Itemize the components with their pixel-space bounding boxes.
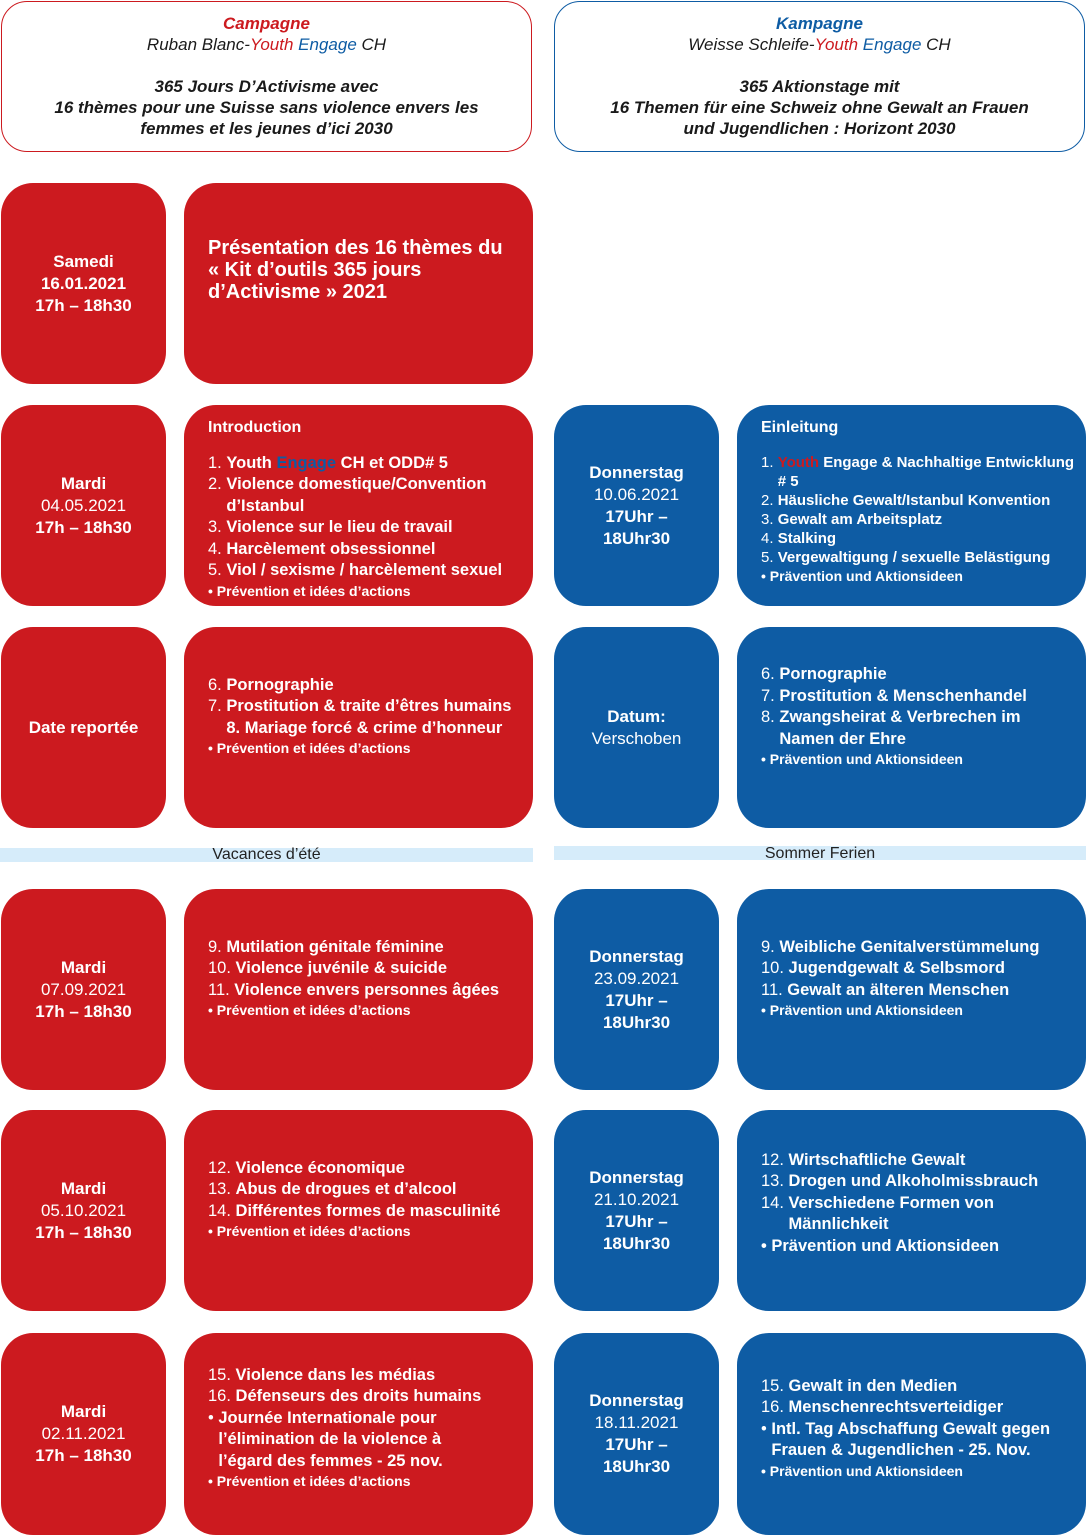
session-content-de-3: 6. Pornographie 7. Prostitution & Mensch… [737,627,1086,828]
session-content-fr-1: Présentation des 16 thèmes du « Kit d’ou… [184,183,533,384]
bullet-prevention: • Prävention und Aktionsideen [761,1236,1000,1255]
session-date-de-3: Datum: Verschoben [554,627,719,828]
list-item: • Intl. Tag Abschaffung Gewalt gegen Fra… [761,1419,1051,1460]
campaign-name-fr: Ruban Blanc-Youth Engage CH [146,35,387,54]
summer-break-band-fr [0,848,533,862]
list-item: 12. Wirtschaftliche Gewalt [761,1150,966,1169]
heading-einleitung: Einleitung [761,419,839,436]
session-content-de-6: 15. Gewalt in den Medien 16. Menschenrec… [737,1333,1086,1535]
session-date-fr-4: Mardi 07.09.2021 17h – 18h30 [1,889,166,1090]
session-content-fr-2: Introduction 1. Youth Engage CH et ODD# … [184,405,533,606]
summer-break-label-de: Sommer Ferien [764,845,876,862]
list-item: 11. Gewalt an älteren Menschen [761,980,1010,999]
bullet-prevention: • Prévention et idées d’actions [208,582,411,599]
session-date-fr-1: Samedi 16.01.2021 17h – 18h30 [1,183,166,384]
session-date-de-4: Donnerstag 23.09.2021 17Uhr – 18Uhr30 [554,889,719,1090]
list-item: • Journée Internationale pour l’éliminat… [208,1408,443,1470]
bullet-prevention: • Prävention und Aktionsideen [761,1462,963,1479]
list-item: 7. Prostitution & Menschenhandel [761,686,1027,705]
campaign-label-fr: Campagne [223,14,310,33]
list-item: 15. Violence dans les médias [208,1365,436,1384]
list-item: 15. Gewalt in den Medien [761,1376,958,1395]
list-item: 3. Gewalt am Arbeitsplatz [761,510,943,528]
bullet-prevention: • Prévention et idées d’actions [208,1223,411,1240]
list-item: 1. Youth Engage CH et ODD# 5 [208,453,448,472]
list-item: 13. Drogen und Alkoholmissbrauch [761,1172,1039,1191]
session-date-fr-2: Mardi 04.05.2021 17h – 18h30 [1,405,166,606]
bullet-prevention: • Prävention und Aktionsideen [761,1002,963,1019]
summer-break-band-de [554,846,1086,860]
list-item: 14. Verschiedene Formen von Männlichkeit [761,1193,994,1234]
bullet-prevention: • Prévention et idées d’actions [208,740,411,757]
session-content-de-5: 12. Wirtschaftliche Gewalt 13. Drogen un… [737,1110,1086,1311]
list-item: 11. Violence envers personnes âgées [208,980,500,999]
header-fr: Campagne Ruban Blanc-Youth Engage CH 365… [1,1,532,152]
session-content-fr-4: 9. Mutilation génitale féminine 10. Viol… [184,889,533,1090]
list-item: 16. Défenseurs des droits humains [208,1387,482,1406]
list-item: 9. Mutilation génitale féminine [208,937,444,956]
session-content-fr-5: 12. Violence économique 13. Abus de drog… [184,1110,533,1311]
list-item: 9. Weibliche Genitalverstümmelung [761,937,1040,956]
bullet-prevention: • Prévention et idées d’actions [208,1002,411,1019]
campaign-title-fr: 365 Jours D’Activisme avec 16 thèmes pou… [54,77,479,138]
list-item: 5. Viol / sexisme / harcèlement sexuel [208,561,503,579]
list-item: 14. Différentes formes de masculinité [208,1201,501,1220]
session-date-de-6: Donnerstag 18.11.2021 17Uhr – 18Uhr30 [554,1333,719,1535]
heading-introduction: Introduction [208,419,302,436]
campaign-name-de: Weisse Schleife-Youth Engage CH [688,35,951,54]
list-item: 2. Violence domestique/Convention d’Ista… [208,475,487,515]
campaign-label-de: Kampagne [776,14,863,33]
list-item: 10. Violence juvénile & suicide [208,959,448,978]
session-date-fr-6: Mardi 02.11.2021 17h – 18h30 [1,1333,166,1535]
list-item: 6. Pornographie [761,665,887,683]
list-item: 4. Harcèlement obsessionnel [208,539,436,558]
summer-break-label-fr: Vacances d’été [212,846,321,863]
list-item: 8. Zwangsheirat & Verbrechen im Namen de… [761,708,1021,748]
list-item: 4. Stalking [761,529,837,547]
session-content-de-2: Einleitung 1. Youth Engage & Nachhaltige… [737,405,1086,606]
list-item: 12. Violence économique [208,1158,405,1177]
bullet-prevention: • Prävention und Aktionsideen [761,751,963,767]
campaign-title-de: 365 Aktionstage mit 16 Themen für eine S… [610,77,1029,138]
list-item: 10. Jugendgewalt & Selbsmord [761,959,1005,978]
session-date-fr-3: Date reportée [1,627,166,828]
list-item: 6. Pornographie [208,675,334,694]
list-item: 3. Violence sur le lieu de travail [208,518,453,536]
session-content-fr-6: 15. Violence dans les médias 16. Défense… [184,1333,533,1535]
list-item: 13. Abus de drogues et d’alcool [208,1180,457,1199]
session-date-de-2: Donnerstag 10.06.2021 17Uhr – 18Uhr30 [554,405,719,606]
bullet-prevention: • Prävention und Aktionsideen [761,567,963,584]
bullet-prevention: • Prévention et idées d’actions [208,1473,411,1490]
session-date-de-5: Donnerstag 21.10.2021 17Uhr – 18Uhr30 [554,1110,719,1311]
list-item: 5. Vergewaltigung / sexuelle Belästigung [761,548,1051,566]
session-content-de-4: 9. Weibliche Genitalverstümmelung 10. Ju… [737,889,1086,1090]
list-item: 1. Youth Engage & Nachhaltige Entwicklun… [761,453,1075,490]
list-item: 7. Prostitution & traite d’êtres humains… [208,697,512,737]
list-item: 2. Häusliche Gewalt/Istanbul Konvention [761,491,1051,509]
header-de: Kampagne Weisse Schleife-Youth Engage CH… [554,1,1085,152]
list-item: 16. Menschenrechtsverteidiger [761,1398,1004,1416]
session-date-fr-5: Mardi 05.10.2021 17h – 18h30 [1,1110,166,1311]
session-content-fr-3: 6. Pornographie 7. Prostitution & traite… [184,627,533,828]
